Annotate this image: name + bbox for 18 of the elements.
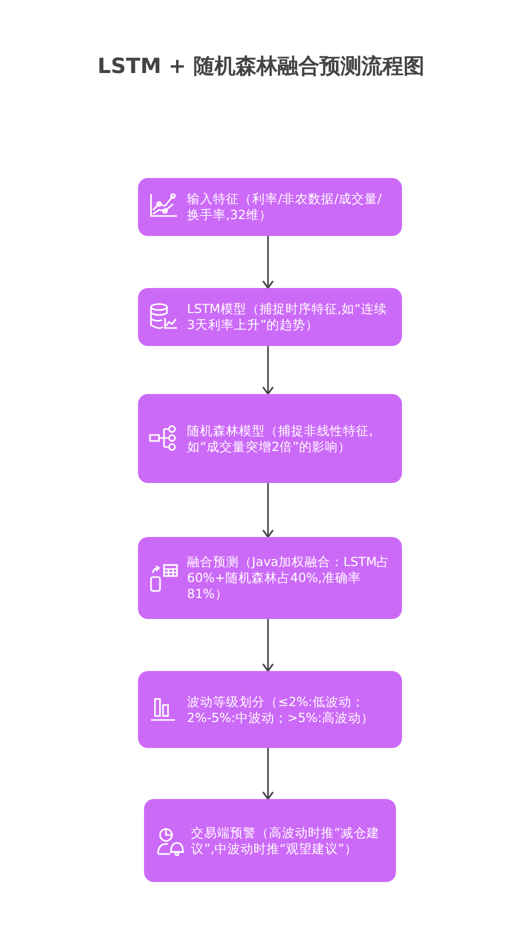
arrow xyxy=(262,619,274,672)
box-label: 交易端预警（高波动时推“减仓建议”,中波动时推“观望建议”） xyxy=(191,824,380,856)
arrow xyxy=(262,236,274,289)
title: LSTM + 随机森林融合预测流程图 xyxy=(96,53,426,80)
arrow xyxy=(262,346,274,395)
process-box xyxy=(138,288,402,346)
process-box xyxy=(138,537,402,619)
box-label: 波动等级划分（≤2%:低波动；2%-5%:中波动；>5%:高波动） xyxy=(187,694,375,726)
process-box xyxy=(138,394,402,483)
process-box xyxy=(138,671,402,748)
arrow xyxy=(262,483,274,538)
box-label: LSTM模型（捕捉时序特征,如“连续3天利率上升”的趋势） xyxy=(187,301,388,333)
box-label: 输入特征（利率/非农数据/成交量/换手率,32维） xyxy=(187,191,383,223)
arrow xyxy=(262,748,274,800)
box-label: 随机森林模型（捕捉非线性特征,如“成交量突增2倍”的影响） xyxy=(187,422,374,454)
process-box xyxy=(144,799,396,882)
process-box xyxy=(138,178,402,236)
box-label: 融合预测（Java加权融合：LSTM占60%+随机森林占40%,准确率81%） xyxy=(187,554,391,602)
